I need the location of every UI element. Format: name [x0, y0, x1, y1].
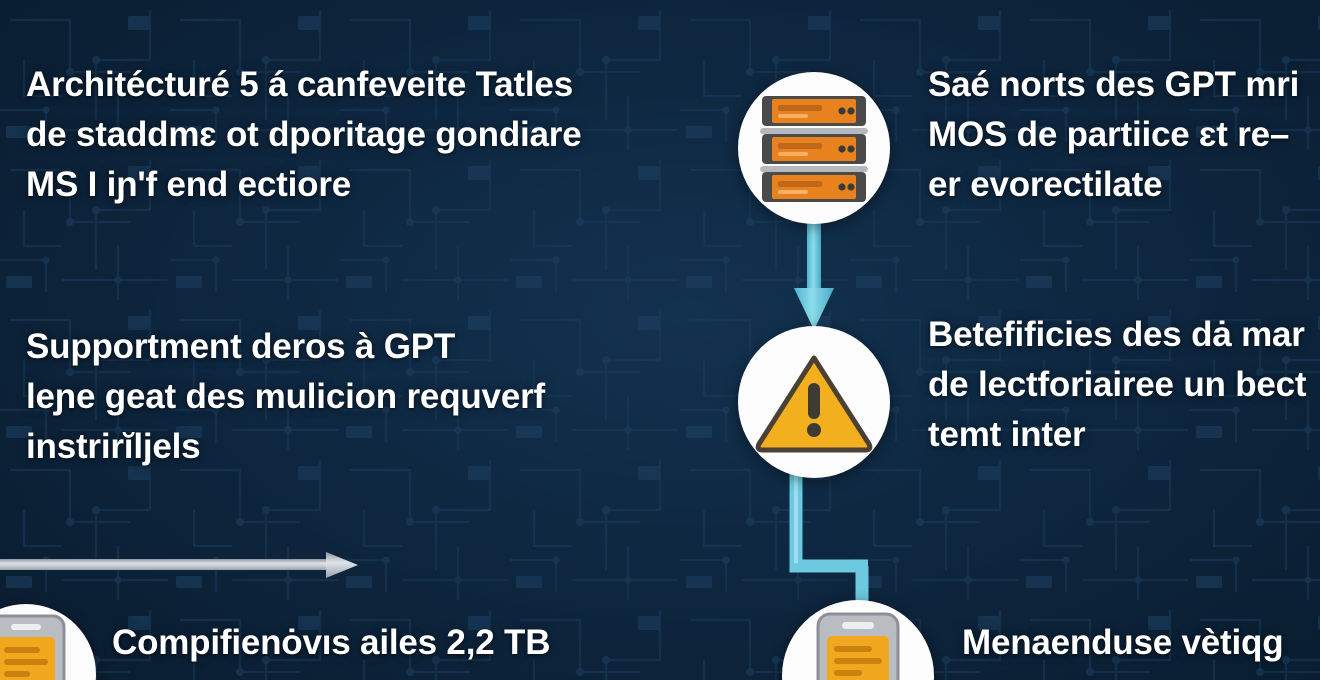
- text-block-middle-right: Betefificies des dȧ mar de lectforiairee…: [928, 315, 1307, 454]
- arrow-right-connector: [0, 552, 358, 578]
- text-block-middle-left: Supportment deros à GPT leɲe ɡeat des mu…: [26, 327, 545, 466]
- device-badge-left[interactable]: [0, 604, 96, 680]
- text-block-bottom-left: Compifienȯvıs ailes 2,2 TB: [112, 623, 551, 662]
- mobile-device-icon: [816, 612, 900, 680]
- mobile-device-icon: [0, 614, 66, 680]
- arrow-down-connector: [794, 222, 834, 330]
- text-block-bottom-right: Menaenduse vètiqg: [962, 623, 1284, 662]
- server-rack-badge[interactable]: [738, 72, 890, 224]
- warning-badge[interactable]: [738, 326, 890, 478]
- warning-triangle-icon: [755, 355, 873, 453]
- text-block-top-left: Architécturé 5 á canfeveite Tatles de st…: [26, 65, 582, 204]
- text-block-top-right: Saé norts des GPT mri MOS de partiice ɛt…: [928, 65, 1300, 204]
- server-rack-icon: [760, 96, 868, 202]
